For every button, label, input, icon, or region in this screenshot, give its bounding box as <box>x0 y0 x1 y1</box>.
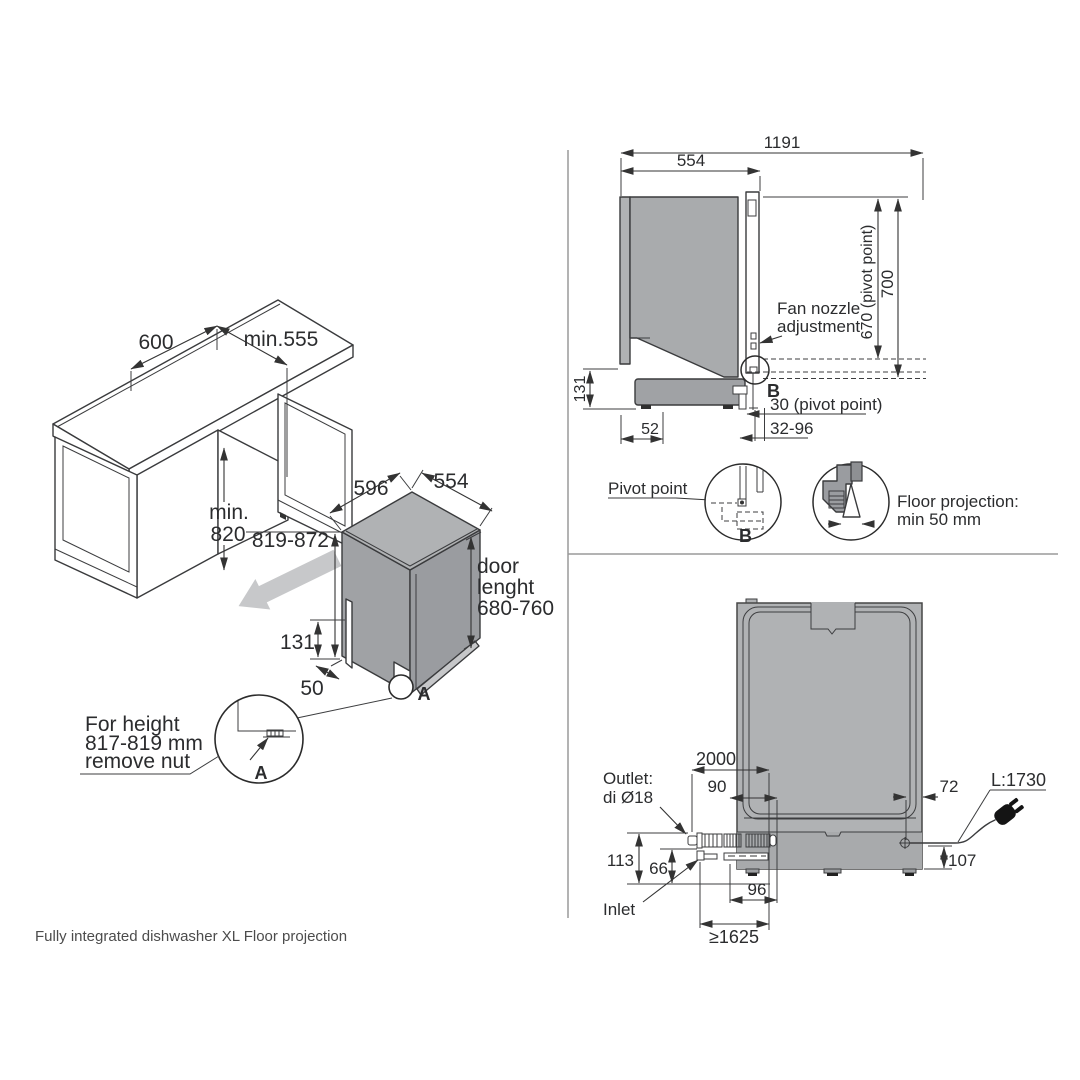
fan-nozzle-label-2: adjustment <box>777 317 860 336</box>
dim-cord-side: 72 <box>940 777 959 796</box>
note-line-3: remove nut <box>85 750 190 773</box>
detail-marker-a-circle <box>388 674 414 700</box>
dim-niche-height-2: 820 <box>210 523 245 546</box>
detail-circle-label-a: A <box>255 763 268 783</box>
floor-projection-label-1: Floor projection: <box>897 492 1019 511</box>
dim-inlet-side: 96 <box>748 880 767 899</box>
dishwasher-dimensions: 596 554 819-872 door lenght 680-760 131 … <box>246 469 554 700</box>
dim-adjust-range: 32-96 <box>770 419 813 438</box>
dim-niche-height-1: min. <box>209 501 249 524</box>
detail-a-callout: A For height 817-819 mm remove nut <box>80 694 393 784</box>
side-view: B <box>619 191 926 410</box>
pivot-point-label: Pivot point <box>608 479 688 498</box>
push-direction-arrow-icon <box>238 549 342 610</box>
dim-back-offset: 52 <box>641 421 659 438</box>
back-view <box>687 598 1024 876</box>
dim-drain-length: 2000 <box>696 749 736 769</box>
dim-cabinet-depth: 600 <box>138 331 173 354</box>
dim-door-2: lenght <box>477 576 534 599</box>
dim-cord-height: 107 <box>948 851 976 870</box>
power-cord <box>909 819 996 844</box>
outlet-hose <box>687 832 777 849</box>
dim-inlet-min-length: ≥1625 <box>709 927 759 947</box>
power-plug-icon <box>994 798 1024 825</box>
note-line-2: 817-819 mm <box>85 732 203 755</box>
floor-projection-wedge <box>842 483 861 518</box>
floor-projection-label-2: min 50 mm <box>897 510 981 529</box>
detail-ref-a: A <box>418 684 431 704</box>
dim-total-depth: 1191 <box>764 133 801 152</box>
dim-inlet-height: 66 <box>649 859 668 878</box>
dim-drain-side: 90 <box>708 777 727 796</box>
detail-ref-b: B <box>767 381 780 401</box>
figure-caption: Fully integrated dishwasher XL Floor pro… <box>35 928 347 945</box>
fan-nozzle-label-1: Fan nozzle <box>777 299 860 318</box>
side-view-dimensions: 1191 554 670 (pivot point) 700 131 52 30… <box>572 133 924 444</box>
dim-dw-depth: 554 <box>433 470 468 493</box>
dim-dw-height: 819-872 <box>252 529 329 552</box>
inlet-hose <box>696 850 769 861</box>
pivot-point-detail: Pivot point B <box>608 463 782 546</box>
dim-pivot-height: 670 (pivot point) <box>859 225 876 340</box>
dim-dw-width: 596 <box>353 477 388 500</box>
detail-marker-b-circle <box>740 355 770 385</box>
note-line-1: For height <box>85 713 180 736</box>
dim-door-1: door <box>477 555 519 578</box>
detail-circle-label-b: B <box>739 526 752 546</box>
outlet-label-2: di Ø18 <box>603 788 653 807</box>
dishwasher-isometric: A <box>341 491 481 704</box>
back-view-dimensions: 2000 90 72 L:1730 Outlet: di Ø18 113 66 … <box>603 749 1046 947</box>
dim-outlet-height: 113 <box>607 851 634 870</box>
panel-dividers <box>567 150 1058 918</box>
dim-door-3: 680-760 <box>477 597 554 620</box>
dim-dw-base: 131 <box>280 631 315 654</box>
dim-cord-length: L:1730 <box>991 770 1046 790</box>
dim-niche-width: min.555 <box>244 328 319 351</box>
dim-top-height: 700 <box>878 270 897 298</box>
dim-side-base: 131 <box>572 376 589 403</box>
outlet-label-1: Outlet: <box>603 769 653 788</box>
floor-projection-detail: Floor projection: min 50 mm <box>812 461 1019 541</box>
dim-pivot-offset: 30 (pivot point) <box>770 395 882 414</box>
cabinet-dimensions: 600 min.555 min. 820 <box>130 325 319 571</box>
inlet-label: Inlet <box>603 900 635 919</box>
dim-toe-depth: 50 <box>300 677 323 700</box>
dim-body-depth: 554 <box>677 151 705 170</box>
